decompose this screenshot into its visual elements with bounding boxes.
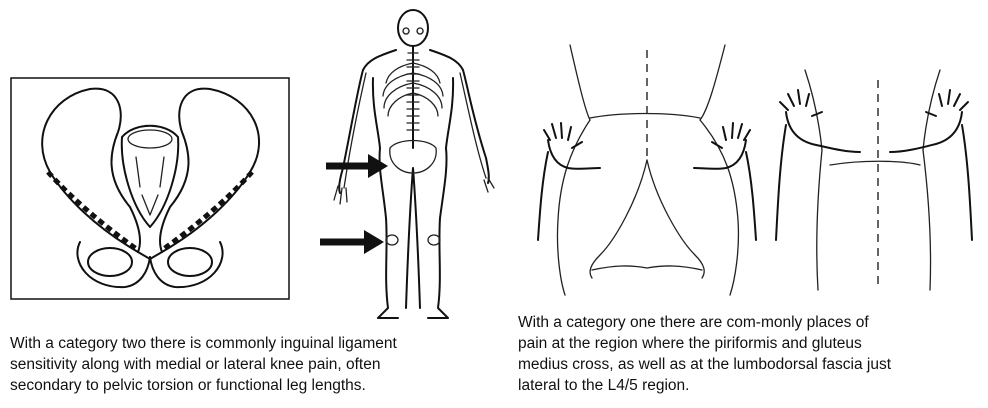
- caption-line: pain at the region where the piriformis …: [518, 333, 891, 354]
- back-palpation-figure: [530, 40, 985, 302]
- caption-line: With a category two there is commonly in…: [10, 333, 397, 354]
- caption-line: sensitivity along with medial or lateral…: [10, 354, 397, 375]
- pelvis-diagram: [10, 77, 290, 300]
- arrow-pointer: [320, 230, 384, 254]
- caption-line: lateral to the L4/5 region.: [518, 375, 891, 396]
- caption-line: medius cross, as well as at the lumbodor…: [518, 354, 891, 375]
- caption-line: secondary to pelvic torsion or functiona…: [10, 375, 397, 396]
- caption-right: With a category one there are com-monly …: [518, 312, 891, 396]
- caption-left: With a category two there is commonly in…: [10, 333, 397, 396]
- caption-line: With a category one there are com-monly …: [518, 312, 891, 333]
- skeleton-figure: [318, 8, 508, 326]
